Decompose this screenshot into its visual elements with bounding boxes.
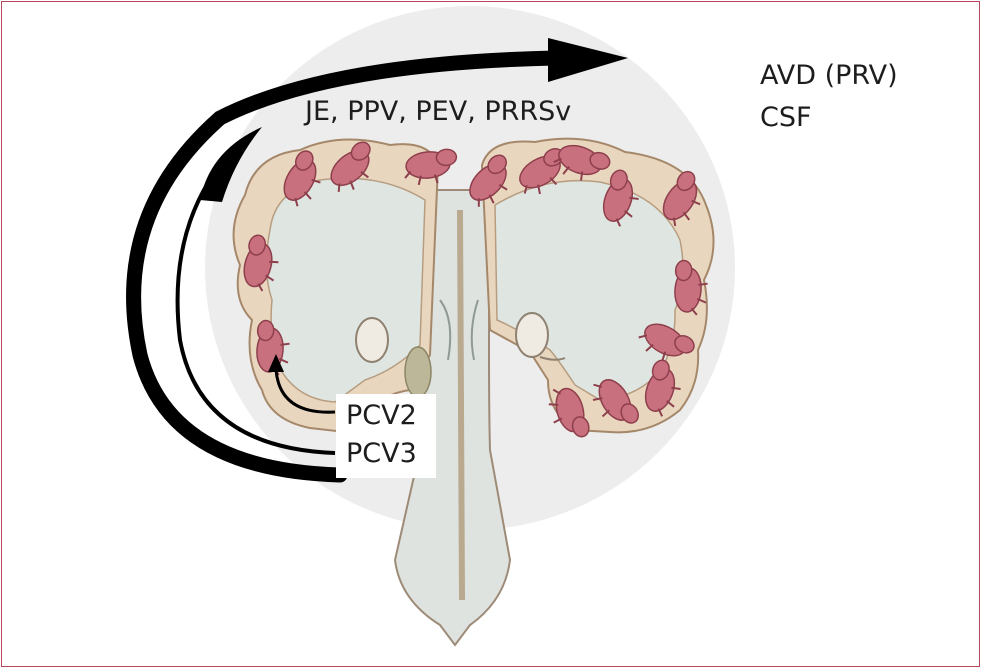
transmission-arrows bbox=[126, 38, 628, 483]
left-virus-label-1: PCV2 bbox=[346, 400, 417, 431]
right-virus-label-2: CSF bbox=[760, 102, 812, 133]
outer-arrow bbox=[126, 50, 568, 483]
middle-arrowhead bbox=[200, 127, 262, 202]
inner-arrowhead bbox=[268, 354, 284, 372]
left-label-box bbox=[336, 394, 436, 478]
uterus-illustration bbox=[232, 137, 715, 647]
top-virus-label: JE, PPV, PEV, PRRSv bbox=[305, 96, 572, 127]
left-virus-label-2: PCV3 bbox=[346, 438, 417, 469]
inner-arrow bbox=[274, 369, 336, 414]
right-virus-label-1: AVD (PRV) bbox=[760, 60, 898, 91]
outer-arrowhead bbox=[548, 38, 628, 82]
